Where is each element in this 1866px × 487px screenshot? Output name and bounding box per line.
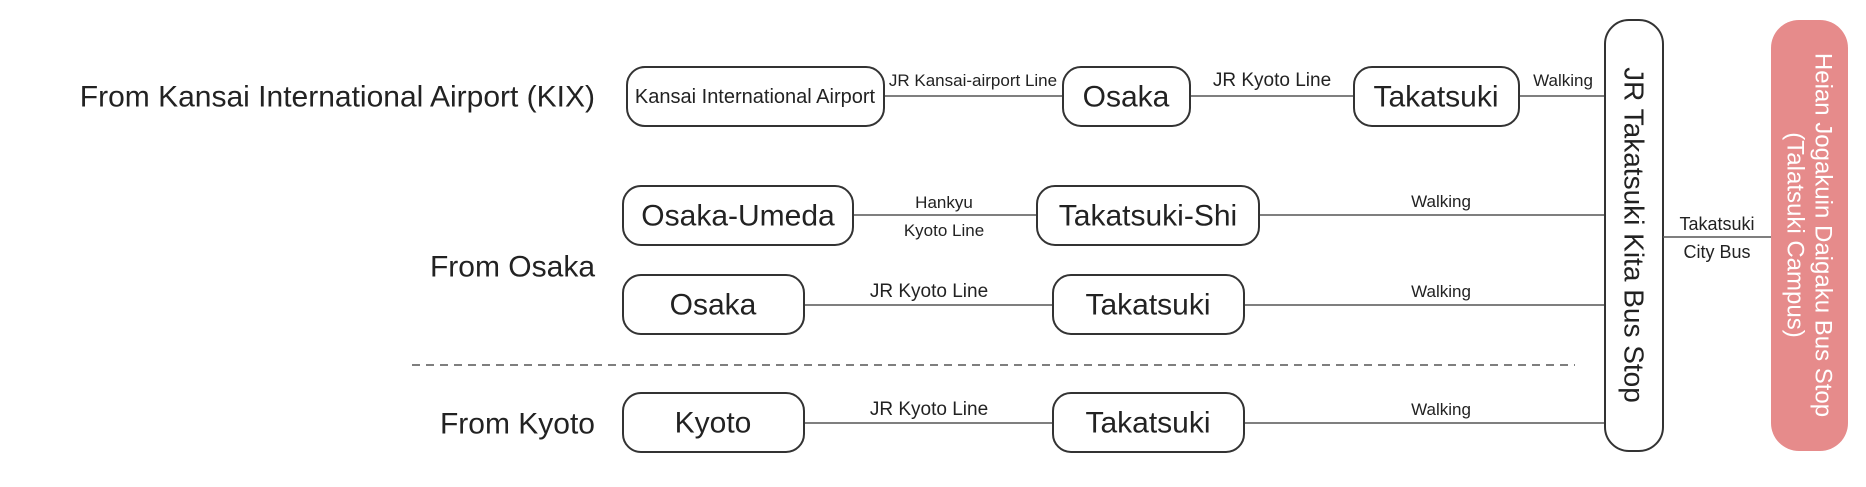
station-node: Kansai International Airport: [626, 66, 885, 127]
link-label: Walking: [1411, 192, 1471, 211]
bus-link-label-2: City Bus: [1683, 242, 1750, 262]
station-node: Osaka: [622, 274, 805, 335]
link-label: Walking: [1411, 282, 1471, 301]
link-label: Kyoto Line: [904, 221, 984, 240]
origin-label-kyoto: From Kyoto: [440, 408, 595, 441]
transfer-stop-label: JR Takatsuki Kita Bus Stop: [1619, 67, 1650, 403]
station-node: Kyoto: [622, 392, 805, 453]
station-node: Takatsuki: [1052, 392, 1245, 453]
station-name: Takatsuki: [1373, 81, 1498, 114]
station-name: Takatsuki: [1085, 289, 1210, 322]
origin-label-kix: From Kansai International Airport (KIX): [80, 81, 595, 114]
station-name: Osaka: [670, 289, 757, 322]
link-label: Walking: [1411, 400, 1471, 419]
station-name: Takatsuki: [1085, 407, 1210, 440]
station-node: Osaka-Umeda: [622, 185, 854, 246]
link-label: JR Kyoto Line: [1213, 70, 1331, 91]
link-label: Walking: [1533, 71, 1593, 90]
station-node: Takatsuki: [1353, 66, 1520, 127]
destination-stop: Heian Jogakuin Daigaku Bus Stop (Talatsu…: [1771, 20, 1848, 451]
destination-label-line2: (Talatsuki Campus): [1782, 132, 1809, 337]
station-node: Takatsuki-Shi: [1036, 185, 1260, 246]
transfer-stop: JR Takatsuki Kita Bus Stop: [1604, 19, 1664, 452]
bus-link-label-1: Takatsuki: [1679, 214, 1754, 234]
link-label: JR Kyoto Line: [870, 281, 988, 302]
destination-label-line1: Heian Jogakuin Daigaku Bus Stop: [1810, 53, 1837, 417]
link-label: JR Kyoto Line: [870, 399, 988, 420]
station-name: Kyoto: [675, 407, 752, 440]
station-node: Osaka: [1062, 66, 1191, 127]
station-name: Osaka-Umeda: [641, 200, 835, 233]
station-node: Takatsuki: [1052, 274, 1245, 335]
station-name: Takatsuki-Shi: [1059, 200, 1237, 233]
station-name: Kansai International Airport: [635, 86, 876, 108]
link-label: Hankyu: [915, 193, 973, 212]
origin-label-osaka: From Osaka: [430, 251, 595, 284]
station-name: Osaka: [1083, 81, 1170, 114]
link-label: JR Kansai-airport Line: [889, 71, 1057, 90]
